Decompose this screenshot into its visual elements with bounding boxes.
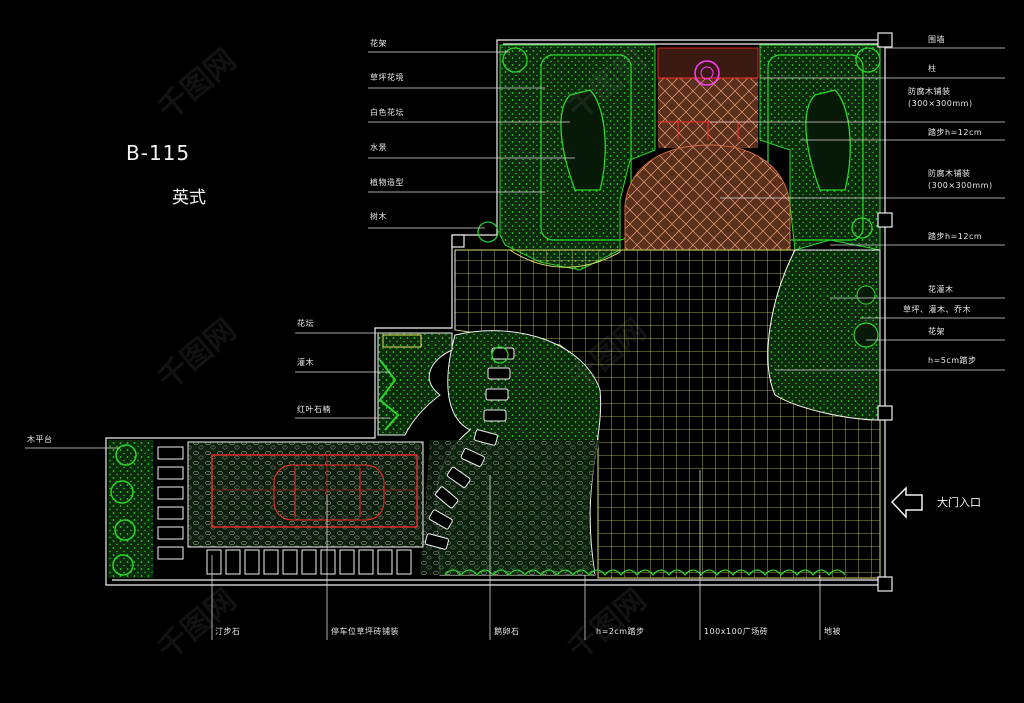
label-mid-2: 灌木 [297, 358, 314, 367]
left-planter [377, 332, 453, 436]
label-left-3: 白色花坛 [370, 108, 404, 117]
leader-lines [25, 47, 1005, 640]
label-right-9: 花架 [928, 327, 945, 336]
label-bottom-5: 100x100广场砖 [704, 627, 769, 636]
label-right-3: 防腐木铺装 (300×300mm) [908, 87, 973, 108]
label-right-8: 草坪、灌木、乔木 [903, 305, 971, 314]
label-far-left: 木平台 [27, 435, 53, 444]
label-right-10: h=5cm踏步 [928, 356, 977, 365]
drawing-style: 英式 [172, 188, 206, 208]
label-right-4: 踏步h=12cm [928, 128, 983, 137]
label-right-1: 围墙 [928, 35, 945, 44]
label-left-2: 草坪花境 [370, 73, 404, 82]
label-bottom-4: h=2cm踏步 [596, 627, 645, 636]
label-mid-1: 花坛 [297, 319, 314, 328]
bottom-hedge [444, 569, 846, 577]
label-left-5: 植物造型 [370, 178, 404, 187]
parking-area [187, 441, 424, 548]
entrance-label: 大门入口 [937, 496, 981, 509]
corner-trees [477, 47, 881, 364]
label-mid-3: 红叶石楠 [297, 405, 331, 414]
label-right-7: 花灌木 [928, 285, 954, 294]
label-bottom-2: 停车位草坪砖铺装 [331, 627, 399, 636]
curved-lawn [420, 330, 602, 576]
pillars [451, 32, 893, 592]
site-boundary [105, 39, 886, 586]
paving-row [206, 549, 412, 575]
left-strip [108, 440, 184, 578]
label-left-4: 水景 [370, 143, 387, 152]
entrance-arrow-icon [890, 486, 923, 519]
label-bottom-1: 汀步石 [215, 627, 241, 636]
drawing-code: B-115 [126, 141, 191, 165]
label-bottom-3: 鹅卵石 [494, 627, 520, 636]
center-paving [624, 47, 791, 251]
label-right-2: 柱 [928, 64, 937, 73]
label-left-6: 树木 [370, 212, 387, 221]
label-right-5: 防腐木铺装 (300×300mm) [928, 169, 993, 190]
stepping-stones [424, 347, 515, 550]
label-right-6: 踏步h=12cm [928, 232, 983, 241]
label-bottom-6: 地被 [824, 627, 841, 636]
label-left-1: 花架 [370, 39, 387, 48]
right-lawn [767, 249, 881, 421]
